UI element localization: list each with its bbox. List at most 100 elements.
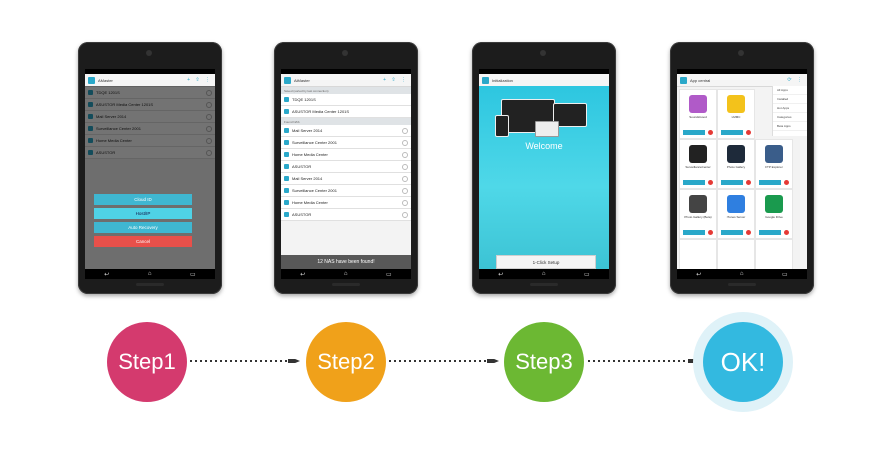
list-item[interactable]: Surveillance Center 2001 [281,185,411,197]
camera [342,50,348,56]
open-button[interactable] [721,130,743,135]
list-item[interactable]: ASUSTOR [281,209,411,221]
list-item[interactable]: ASUSTOR [281,161,411,173]
home-icon[interactable]: ⌂ [343,271,348,277]
recent-apps-icon[interactable]: ▭ [782,271,788,278]
remove-icon[interactable] [784,230,789,235]
back-icon[interactable]: ↩ [498,271,504,278]
home-icon[interactable]: ⌂ [541,271,546,277]
remove-icon[interactable] [746,180,751,185]
app-logo-icon [680,76,687,84]
open-button[interactable] [759,180,781,185]
nav-bar: ↩ ⌂ ▭ [85,269,215,279]
check-icon[interactable] [402,211,408,218]
open-button[interactable] [759,230,781,235]
app-logo-icon [284,76,291,84]
app-card[interactable]: Photo Gallery (Beta) [679,189,717,239]
menu-item-categories[interactable]: Categories [773,113,807,122]
phone-illustration [495,115,509,137]
arrow-3 [588,359,700,363]
welcome-title: Welcome [525,141,563,151]
recent-apps-icon[interactable]: ▭ [386,271,392,278]
home-icon[interactable]: ⌂ [739,271,744,277]
section-header-found: Found NAS [281,118,411,125]
check-icon[interactable] [402,199,408,206]
app-card[interactable]: Google Drive [755,189,793,239]
app-card[interactable]: SurveillanceCenter [679,139,717,189]
app-card[interactable]: iTunes Server [717,189,755,239]
tablet-3: Initialization Welcome 1-Click Setup Cus… [472,42,616,294]
back-icon[interactable]: ↩ [696,271,702,278]
check-icon[interactable] [402,151,408,158]
check-icon[interactable] [402,175,408,182]
check-icon[interactable] [402,127,408,134]
home-icon[interactable]: ⌂ [147,271,152,277]
step3-circle: Step3 [504,322,584,402]
check-icon[interactable] [402,187,408,194]
open-button[interactable] [721,230,743,235]
app-title: AiMaster [294,77,310,83]
menu-item-hot-apps[interactable]: Hot Apps [773,104,807,113]
host-ip-button[interactable]: Host/IP [94,208,192,219]
recent-apps-icon[interactable]: ▭ [190,271,196,278]
status-bar [281,69,411,74]
app-title: App central [690,77,711,83]
list-item[interactable]: Mail Server 2014 [281,173,411,185]
open-button[interactable] [721,180,743,185]
menu-item-beta-apps[interactable]: Beta Apps [773,122,807,131]
back-icon[interactable]: ↩ [104,271,110,278]
open-button[interactable] [683,180,705,185]
recent-apps-icon[interactable]: ▭ [584,271,590,278]
list-item[interactable]: Home Media Center [281,197,411,209]
open-button[interactable] [683,130,705,135]
nas-icon [284,164,289,169]
ok-circle: OK! [703,322,783,402]
nas-icon [284,212,289,217]
nas-icon [284,97,289,102]
nas-icon [284,140,289,145]
list-item[interactable]: Surveillance Center 2001 [281,137,411,149]
speaker [136,283,164,286]
action-icons[interactable]: + ⇧ ⋮ [383,77,408,83]
list-item[interactable]: TDQE 1201S [281,94,411,106]
auto-recovery-button[interactable]: Auto Recovery [94,222,192,233]
action-icons[interactable]: + ⇧ ⋮ [187,77,212,83]
speaker [530,283,558,286]
open-button[interactable] [683,230,705,235]
remove-icon[interactable] [708,180,713,185]
action-icons[interactable]: ⟳ ⋮ [787,77,804,83]
cancel-button[interactable]: Cancel [94,236,192,247]
menu-item-installed[interactable]: Installed [773,95,807,104]
menu-item-all-apps[interactable]: All Apps [773,86,807,95]
nas-icon [284,200,289,205]
app-card[interactable]: LMMC [717,89,755,139]
camera [540,50,546,56]
app-logo-icon [482,76,489,84]
remove-icon[interactable] [746,230,751,235]
list-item[interactable]: ASUSTOR Media Center 1201S [281,106,411,118]
check-icon[interactable] [402,163,408,170]
check-icon[interactable] [402,139,408,146]
remove-icon[interactable] [708,230,713,235]
list-item[interactable]: Mail Server 2014 [281,125,411,137]
step1-circle: Step1 [107,322,187,402]
app-title: Initialization [492,77,513,83]
nas-found-toast: 12 NAS have been found! [281,255,411,269]
remove-icon[interactable] [708,130,713,135]
remove-icon[interactable] [784,180,789,185]
app-card[interactable]: FTP Explorer [755,139,793,189]
app-card[interactable]: Photo Gallery [717,139,755,189]
remove-icon[interactable] [746,130,751,135]
app-card[interactable]: SoundsGood [679,89,717,139]
tablet-1-screen: AMaster + ⇧ ⋮ TDQE 1201S ASUSTOR Media C… [85,69,215,279]
tablet-3-screen: Initialization Welcome 1-Click Setup Cus… [479,69,609,279]
one-click-setup-button[interactable]: 1-Click Setup [496,255,596,269]
back-icon[interactable]: ↩ [300,271,306,278]
arrow-1 [190,359,300,363]
list-item[interactable]: Home Media Center [281,149,411,161]
soundsgood-icon [689,95,707,113]
google-drive-icon [765,195,783,213]
surveillance-center-icon [689,145,707,163]
nas-icon [284,188,289,193]
cloud-id-button[interactable]: Cloud ID [94,194,192,205]
